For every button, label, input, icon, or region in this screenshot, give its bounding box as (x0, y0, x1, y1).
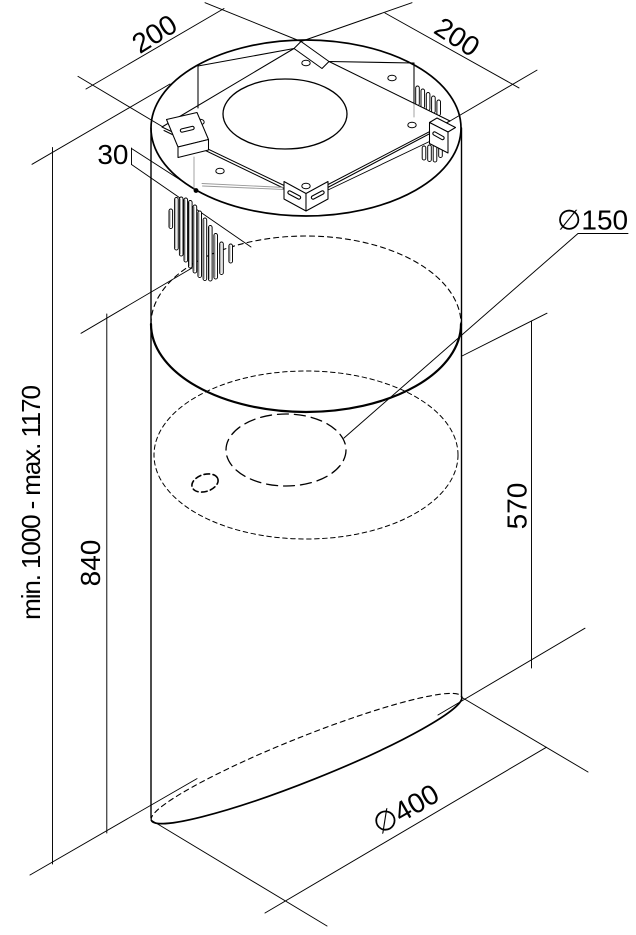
label-840: 840 (75, 540, 106, 587)
mounting-plate (161, 40, 457, 212)
label-570: 570 (502, 483, 533, 530)
vent-slot (168, 196, 233, 282)
plate-outline (161, 47, 451, 197)
dimension-lines (29, 2, 629, 927)
label-overall-height: min. 1000 - max. 1170 (16, 386, 46, 620)
rim-reference-dot (193, 188, 199, 193)
plate-skirt-se (327, 141, 430, 191)
dim-200l-ext-w (77, 75, 164, 128)
dim-200l-ext-n (204, 2, 302, 42)
dim-200r-ext-e (449, 69, 538, 122)
cable-hole-oval (191, 473, 219, 493)
plate-corner-tab (293, 40, 330, 63)
junction-front-arc (149, 322, 463, 414)
label-diameter-400: ∅400 (367, 778, 444, 840)
dim-400-ext-left (150, 819, 328, 927)
dim-570-top-ext (461, 312, 548, 357)
vent-slots-right (415, 85, 443, 163)
plate-wall-nw-top (197, 47, 295, 67)
plate-center-hole (222, 78, 348, 150)
plate-skirt-sw-b (202, 185, 285, 190)
duct-hole-circle (225, 413, 347, 487)
label-30: 30 (97, 139, 128, 170)
dim-200l-line (85, 8, 225, 90)
plate-foot-east (428, 117, 457, 154)
floor-ext-left (29, 778, 198, 876)
dim-400-line (264, 746, 547, 914)
plate-skirt-sw-a (201, 183, 286, 188)
floor-ext-right (437, 627, 586, 716)
label-200-left: 200 (126, 8, 182, 59)
bottom-rim-front-arc (150, 695, 463, 825)
vent-slot-shading (169, 198, 231, 280)
dim-30-upper-ext (131, 148, 196, 190)
plate-wall-ne-top (328, 60, 415, 64)
plate-foot-south (283, 180, 329, 212)
dim-840-top-ext (80, 267, 193, 334)
dim-overall-top-ext (31, 83, 171, 165)
dim-200r-line (384, 12, 520, 89)
vent-slots-left (168, 196, 233, 282)
dim-200r-ext-n (300, 2, 413, 42)
bottom-rim-hidden-arc (150, 692, 463, 821)
label-200-right: 200 (429, 11, 485, 62)
plate-thickness-se (305, 123, 449, 200)
junction-hidden-arc (150, 235, 462, 325)
plate-screw-holes (195, 59, 417, 190)
inner-hidden-ellipse (153, 370, 459, 540)
dim-150-leader (343, 233, 629, 439)
label-diameter-150: ∅150 (557, 205, 628, 236)
plate-foot-west (165, 111, 210, 159)
dim-400-ext-right (461, 697, 589, 773)
cylinder-body (149, 39, 463, 825)
